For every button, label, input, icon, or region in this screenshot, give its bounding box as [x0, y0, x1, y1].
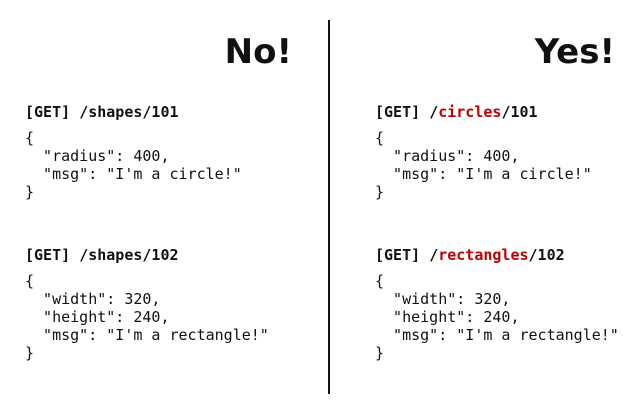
endpoint-path: /shapes/101: [79, 103, 179, 121]
endpoint-path: /shapes/102: [79, 246, 179, 264]
json-response-body: { "radius": 400, "msg": "I'm a circle!" …: [25, 129, 242, 201]
http-method: [GET]: [25, 103, 71, 121]
endpoint-resource-highlight: rectangles: [438, 246, 529, 264]
http-method: [GET]: [375, 246, 421, 264]
endpoint-path-prefix: /: [429, 103, 439, 121]
bad-example-shape-102: [GET] /shapes/102 { "width": 320, "heigh…: [25, 246, 269, 362]
good-example-circle-101: [GET] /circles/101 { "radius": 400, "msg…: [375, 103, 592, 201]
http-method: [GET]: [375, 103, 421, 121]
json-response-body: { "width": 320, "height": 240, "msg": "I…: [25, 272, 269, 362]
request-line: [GET] /shapes/102: [25, 246, 269, 264]
endpoint-path-suffix: /101: [501, 103, 538, 121]
column-divider: [328, 20, 330, 394]
request-line: [GET] /circles/101: [375, 103, 592, 121]
json-response-body: { "width": 320, "height": 240, "msg": "I…: [375, 272, 619, 362]
bad-example-shape-101: [GET] /shapes/101 { "radius": 400, "msg"…: [25, 103, 242, 201]
http-method: [GET]: [25, 246, 71, 264]
request-line: [GET] /shapes/101: [25, 103, 242, 121]
endpoint-path-prefix: /: [429, 246, 439, 264]
heading-no: No!: [224, 32, 292, 72]
endpoint-path-suffix: /102: [528, 246, 565, 264]
heading-yes: Yes!: [534, 32, 615, 72]
good-example-rectangle-102: [GET] /rectangles/102 { "width": 320, "h…: [375, 246, 619, 362]
endpoint-resource-highlight: circles: [438, 103, 502, 121]
json-response-body: { "radius": 400, "msg": "I'm a circle!" …: [375, 129, 592, 201]
request-line: [GET] /rectangles/102: [375, 246, 619, 264]
